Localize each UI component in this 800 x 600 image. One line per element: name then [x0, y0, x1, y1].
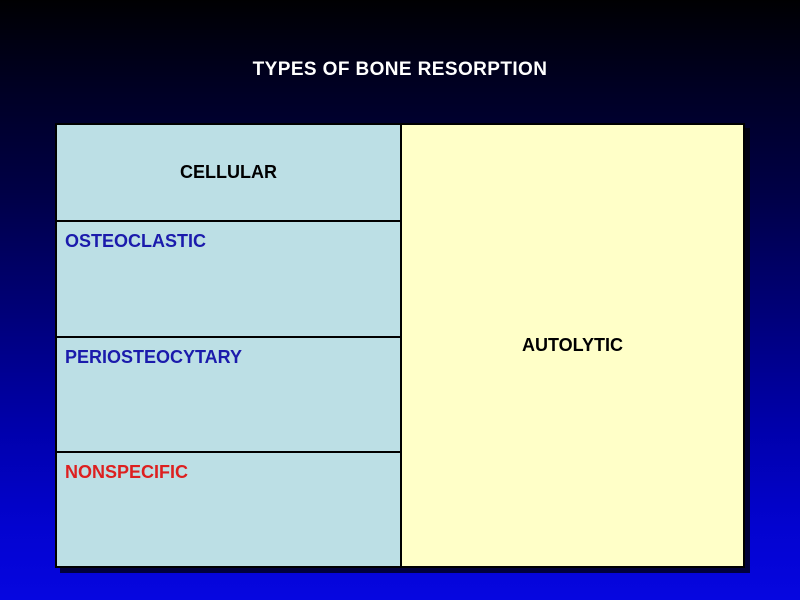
resorption-table: CELLULAR OSTEOCLASTIC PERIOSTEOCYTARY NO… — [55, 123, 745, 568]
autolytic-label: AUTOLYTIC — [521, 335, 623, 355]
cell-periosteocytary: PERIOSTEOCYTARY — [57, 335, 400, 451]
cellular-header-label: CELLULAR — [180, 162, 277, 183]
cellular-column: CELLULAR OSTEOCLASTIC PERIOSTEOCYTARY NO… — [57, 125, 402, 566]
slide-title: TYPES OF BONE RESORPTION — [252, 59, 548, 80]
autolytic-column: AUTOLYTIC — [402, 125, 743, 566]
cell-osteoclastic: OSTEOCLASTIC — [57, 220, 400, 335]
nonspecific-label: NONSPECIFIC — [65, 461, 189, 482]
osteoclastic-label: OSTEOCLASTIC — [65, 231, 207, 252]
periosteocytary-label: PERIOSTEOCYTARY — [65, 346, 243, 367]
cell-cellular-header: CELLULAR — [57, 125, 400, 220]
cell-nonspecific: NONSPECIFIC — [57, 450, 400, 566]
